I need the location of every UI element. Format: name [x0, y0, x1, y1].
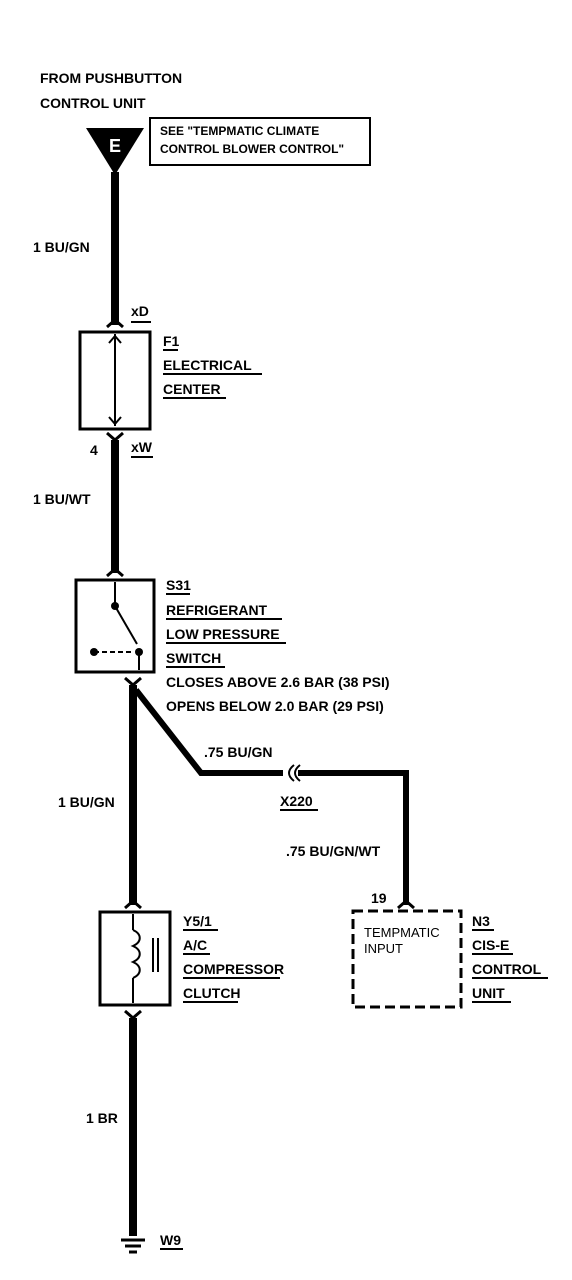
wire-label-1: 1 BU/GN — [33, 239, 90, 255]
s31-name-line3: SWITCH — [166, 650, 221, 666]
f1-name-line1: ELECTRICAL — [163, 357, 252, 373]
wire-label-5: .75 BU/GN/WT — [286, 843, 381, 859]
s31-name-line1: REFRIGERANT — [166, 602, 268, 618]
n3-input-label-line1: TEMPMATIC — [364, 925, 440, 940]
x220-label: X220 — [280, 793, 313, 809]
f1-top-terminal — [106, 318, 124, 329]
s31-name-line2: LOW PRESSURE — [166, 626, 280, 642]
wire-label-4: .75 BU/GN — [204, 744, 272, 760]
s31-bottom-terminal — [124, 676, 142, 687]
ground-label: W9 — [160, 1232, 181, 1248]
s31-switch-arm — [114, 605, 138, 645]
f1-pin-number: 4 — [90, 442, 98, 458]
s31-id: S31 — [166, 577, 191, 593]
n3-input-terminal — [397, 899, 415, 910]
see-note-line2: CONTROL BLOWER CONTROL" — [160, 142, 344, 156]
n3-name-line1: CIS-E — [472, 937, 509, 953]
wire-label-6: 1 BR — [86, 1110, 118, 1126]
n3-pin-number: 19 — [371, 890, 387, 906]
see-note-line1: SEE "TEMPMATIC CLIMATE — [160, 124, 319, 138]
x220-connector-left — [288, 764, 295, 782]
f1-pin-bottom: xW — [131, 439, 153, 455]
n3-control-unit-box — [351, 909, 463, 1009]
y5-id: Y5/1 — [183, 913, 212, 929]
f1-internal-arrow-bottom — [108, 416, 122, 426]
n3-id: N3 — [472, 913, 490, 929]
y5-name-line3: CLUTCH — [183, 985, 241, 1001]
f1-name-line2: CENTER — [163, 381, 221, 397]
wire-branch-to-x220 — [133, 688, 283, 776]
f1-bottom-terminal — [106, 431, 124, 442]
y5-name-line1: A/C — [183, 937, 207, 953]
s31-note-closes: CLOSES ABOVE 2.6 BAR (38 PSI) — [166, 674, 390, 690]
wire-label-2: 1 BU/WT — [33, 491, 91, 507]
y5-top-terminal — [124, 899, 142, 910]
n3-name-line3: UNIT — [472, 985, 505, 1001]
f1-pin-top: xD — [131, 303, 149, 319]
n3-input-label-line2: INPUT — [364, 941, 403, 956]
s31-note-opens: OPENS BELOW 2.0 BAR (29 PSI) — [166, 698, 384, 714]
s31-top-terminal — [106, 567, 124, 578]
y5-coil — [130, 929, 141, 979]
y5-name-line2: COMPRESSOR — [183, 961, 284, 977]
see-note-box — [149, 117, 371, 166]
f1-internal-arrow-top — [108, 334, 122, 344]
wire-x220-to-n3 — [298, 770, 409, 905]
wire-label-3: 1 BU/GN — [58, 794, 115, 810]
y5-compressor-clutch-box — [98, 910, 172, 1007]
x220-connector-right — [294, 764, 301, 782]
source-label-line2: CONTROL UNIT — [40, 95, 146, 111]
n3-name-line2: CONTROL — [472, 961, 542, 977]
source-label-line1: FROM PUSHBUTTON — [40, 70, 182, 86]
y5-bottom-terminal — [124, 1009, 142, 1020]
connector-e-letter: E — [109, 136, 121, 156]
f1-id: F1 — [163, 333, 180, 349]
connector-e-triangle — [86, 128, 144, 175]
